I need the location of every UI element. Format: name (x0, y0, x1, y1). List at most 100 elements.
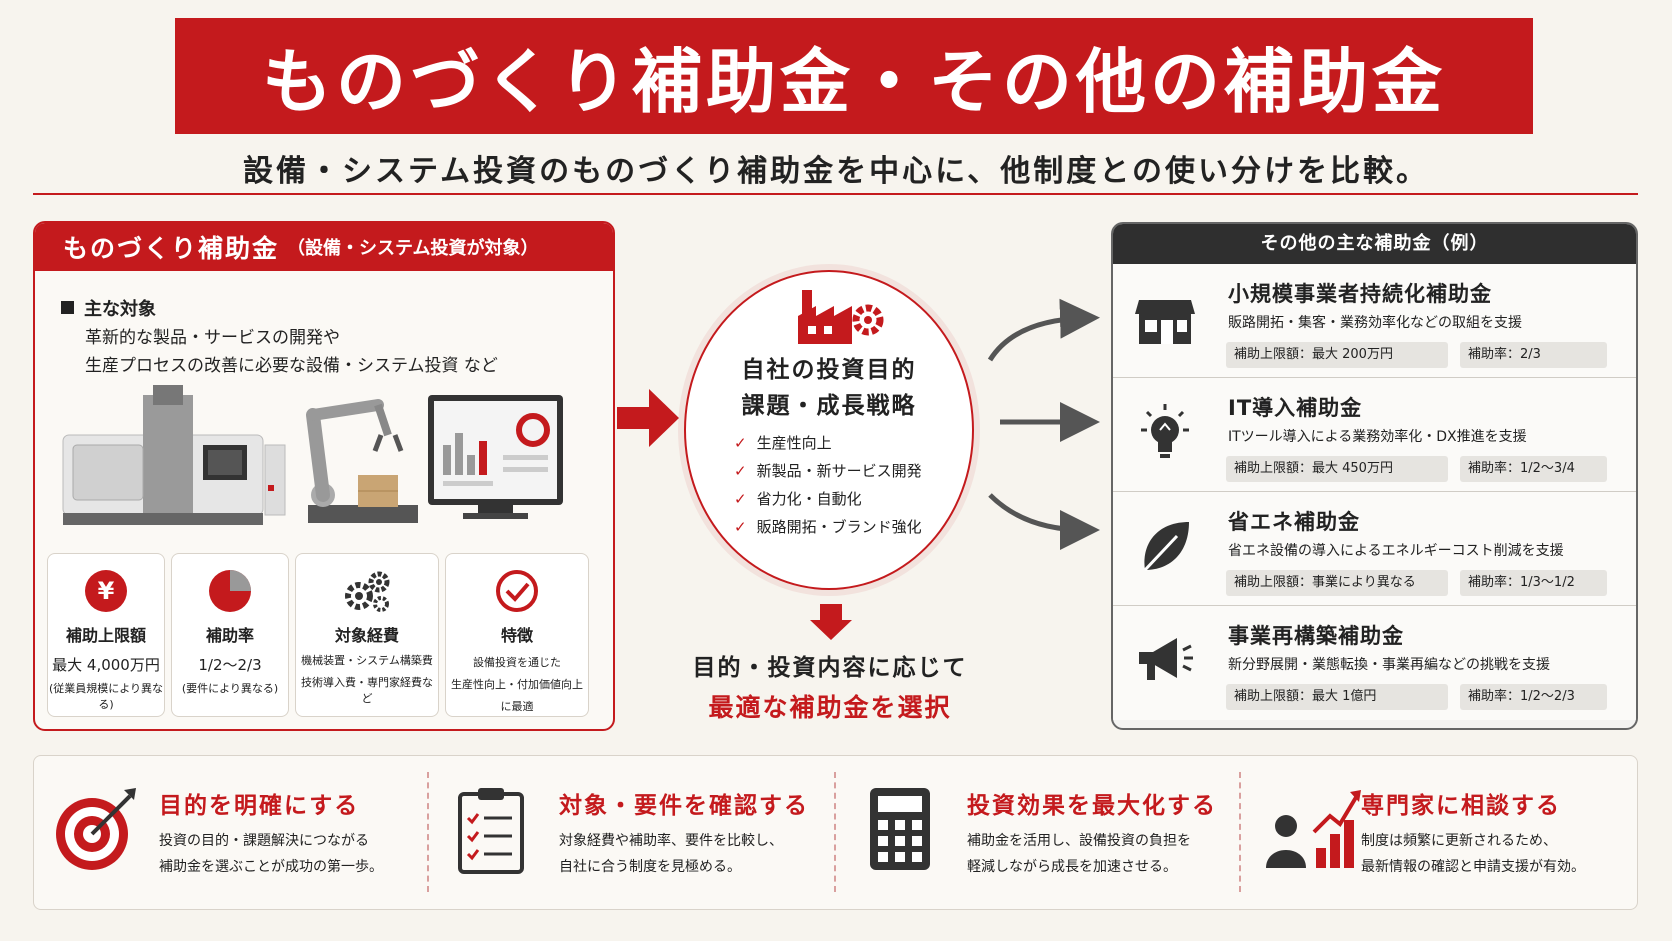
monozukuri-title-sub: （設備・システム投資が対象） (287, 238, 539, 259)
tip-check-requirements: 対象・要件を確認する 対象経費や補助率、要件を比較し、 自社に合う制度を見極める… (434, 756, 834, 909)
monozukuri-title: ものづくり補助金 (63, 234, 280, 263)
tip-clarify-purpose: 目的を明確にする 投資の目的・課題解決につながる 補助金を選ぶことが成功の第一歩… (34, 756, 434, 909)
subsidy-card-it: IT導入補助金 ITツール導入による業務効率化・DX推進を支援 補助上限額：最大… (1113, 378, 1636, 492)
subsidy-rate: 補助率：1/2～3/4 (1460, 456, 1607, 482)
subsidy-rate: 補助率：2/3 (1460, 342, 1607, 368)
square-bullet-icon (61, 301, 74, 314)
dashed-divider (427, 772, 429, 892)
right-arrow-icon (617, 389, 679, 447)
tip-text-2: 自社に合う制度を見極める。 (559, 859, 741, 875)
page-subtitle: 設備・システム投資のものづくり補助金を中心に、他制度との使い分けを比較。 (243, 154, 1429, 189)
feature-note: 技術導入費・専門家経費など (301, 676, 433, 705)
tip-text-2: 補助金を選ぶことが成功の第一歩。 (159, 859, 383, 875)
factory-gear-icon (798, 290, 884, 344)
page-title: ものづくり補助金・その他の補助金 (262, 39, 1446, 123)
tip-title: 専門家に相談する (1361, 793, 1561, 819)
checklist-icon (458, 788, 524, 874)
subsidy-limit: 補助上限額：最大 200万円 (1226, 342, 1448, 368)
target-label: 主な対象 (84, 299, 156, 320)
center-heading-2: 課題・成長戦略 (741, 393, 917, 419)
tip-text-1: 対象経費や補助率、要件を比較し、 (559, 833, 783, 849)
other-subsidies-panel: その他の主な補助金（例） 小規模事業者持続化補助金 販路開拓・集客・業務効率化な… (1111, 222, 1638, 730)
title-banner: ものづくり補助金・その他の補助金 (175, 18, 1533, 134)
subsidy-desc: 省エネ設備の導入によるエネルギーコスト削減を支援 (1228, 543, 1564, 559)
checkmark-icon: ✓ (734, 462, 747, 480)
cnc-machine-icon (62, 385, 286, 525)
feature-card-expenses: 対象経費 機械装置・システム構築費 技術導入費・専門家経費など (295, 553, 439, 717)
header-divider (33, 193, 1638, 195)
robot-arm-icon (306, 399, 418, 523)
tip-title: 目的を明確にする (159, 793, 360, 819)
branch-arrows (987, 298, 1100, 550)
tip-text-2: 軽減しながら成長を加速させる。 (967, 859, 1177, 875)
subsidy-card-small-business: 小規模事業者持続化補助金 販路開拓・集客・業務効率化などの取組を支援 補助上限額… (1113, 264, 1636, 378)
store-icon (1135, 300, 1195, 344)
tip-maximize-effect: 投資効果を最大化する 補助金を活用し、設備投資の負担を 軽減しながら成長を加速さ… (842, 756, 1242, 909)
tip-text-2: 最新情報の確認と申請支援が有効。 (1361, 859, 1585, 875)
target-text-1: 革新的な製品・サービスの開発や (85, 328, 340, 348)
target-icon (56, 788, 136, 870)
monozukuri-panel: ものづくり補助金 （設備・システム投資が対象） 主な対象 革新的な製品・サービス… (33, 221, 615, 731)
checkmark-icon: ✓ (734, 490, 747, 508)
monozukuri-header: ものづくり補助金 （設備・システム投資が対象） (35, 223, 613, 271)
check-item: ✓生産性向上 (734, 434, 832, 452)
feature-card-max-amount: ¥ 補助上限額 最大 4,000万円 (従業員規模により異なる) (47, 553, 165, 717)
subsidy-name: 省エネ補助金 (1228, 510, 1360, 534)
tip-consult-expert: 専門家に相談する 制度は頻繁に更新されるため、 最新情報の確認と申請支援が有効。 (1246, 756, 1636, 909)
calculator-icon (870, 788, 930, 870)
dashed-divider (1239, 772, 1241, 892)
yen-coin-icon: ¥ (85, 570, 127, 612)
feature-label: 対象経費 (334, 626, 399, 645)
feature-label: 特徴 (500, 626, 533, 645)
subsidy-desc: 販路開拓・集客・業務効率化などの取組を支援 (1228, 315, 1522, 331)
subsidy-name: IT導入補助金 (1228, 396, 1363, 420)
feature-label: 補助率 (205, 626, 254, 645)
subsidy-limit: 補助上限額：最大 1億円 (1226, 684, 1448, 710)
target-text-2: 生産プロセスの改善に必要な設備・システム投資 など (85, 356, 498, 376)
select-guidance-1: 目的・投資内容に応じて (692, 655, 968, 681)
leaf-icon (1143, 522, 1189, 572)
subsidy-limit: 補助上限額：事業により異なる (1226, 570, 1448, 596)
check-item: ✓省力化・自動化 (734, 490, 862, 508)
subsidy-rate: 補助率：1/2～2/3 (1460, 684, 1607, 710)
monitor-dashboard-icon (428, 395, 563, 519)
consultant-growth-icon (1266, 790, 1361, 868)
subsidy-rate: 補助率：1/3～1/2 (1460, 570, 1607, 596)
select-guidance-2: 最適な補助金を選択 (708, 693, 952, 722)
lightbulb-icon (1141, 404, 1189, 458)
feature-text-3: に最適 (500, 700, 534, 713)
tip-text-1: 補助金を活用し、設備投資の負担を (967, 833, 1191, 849)
check-item: ✓新製品・新サービス開発 (734, 462, 922, 480)
checkmark-icon: ✓ (734, 434, 747, 452)
feature-value: 機械装置・システム構築費 (301, 654, 433, 667)
gears-icon (345, 571, 390, 612)
subsidy-limit: 補助上限額：最大 450万円 (1226, 456, 1448, 482)
tip-title: 投資効果を最大化する (967, 793, 1217, 819)
other-subsidies-header: その他の主な補助金（例） (1113, 224, 1636, 264)
subsidy-name: 事業再構築補助金 (1228, 624, 1404, 648)
down-arrow-icon (810, 604, 852, 640)
feature-card-characteristic: 特徴 設備投資を通じた 生産性向上・付加価値向上 に最適 (445, 553, 589, 717)
svg-text:¥: ¥ (98, 577, 115, 605)
subsidy-card-energy: 省エネ補助金 省エネ設備の導入によるエネルギーコスト削減を支援 補助上限額：事業… (1113, 492, 1636, 606)
feature-note: (従業員規模により異なる) (48, 682, 164, 711)
feature-text-2: 生産性向上・付加価値向上 (451, 678, 583, 691)
feature-text-1: 設備投資を通じた (473, 656, 561, 669)
subsidy-desc: 新分野展開・業態転換・事業再編などの挑戦を支援 (1228, 657, 1550, 673)
dashed-divider (834, 772, 836, 892)
check-item: ✓販路開拓・ブランド強化 (734, 518, 922, 536)
feature-value: 1/2～2/3 (198, 656, 262, 674)
feature-label: 補助上限額 (65, 626, 146, 645)
check-circle-icon (496, 570, 538, 612)
tip-text-1: 投資の目的・課題解決につながる (159, 833, 369, 849)
feature-card-rate: 補助率 1/2～2/3 (要件により異なる) (171, 553, 289, 717)
subsidy-card-restructuring: 事業再構築補助金 新分野展開・業態転換・事業再編などの挑戦を支援 補助上限額：最… (1113, 606, 1636, 720)
feature-value: 最大 4,000万円 (52, 656, 160, 674)
arrow-curve-icon (987, 298, 1100, 362)
investment-purpose-circle: 自社の投資目的 課題・成長戦略 ✓生産性向上 ✓新製品・新サービス開発 ✓省力化… (684, 270, 974, 590)
tip-title: 対象・要件を確認する (559, 793, 809, 819)
feature-note: (要件により異なる) (181, 682, 279, 695)
subsidy-desc: ITツール導入による業務効率化・DX推進を支援 (1228, 429, 1527, 445)
checkmark-icon: ✓ (734, 518, 747, 536)
pie-chart-icon (209, 570, 251, 612)
